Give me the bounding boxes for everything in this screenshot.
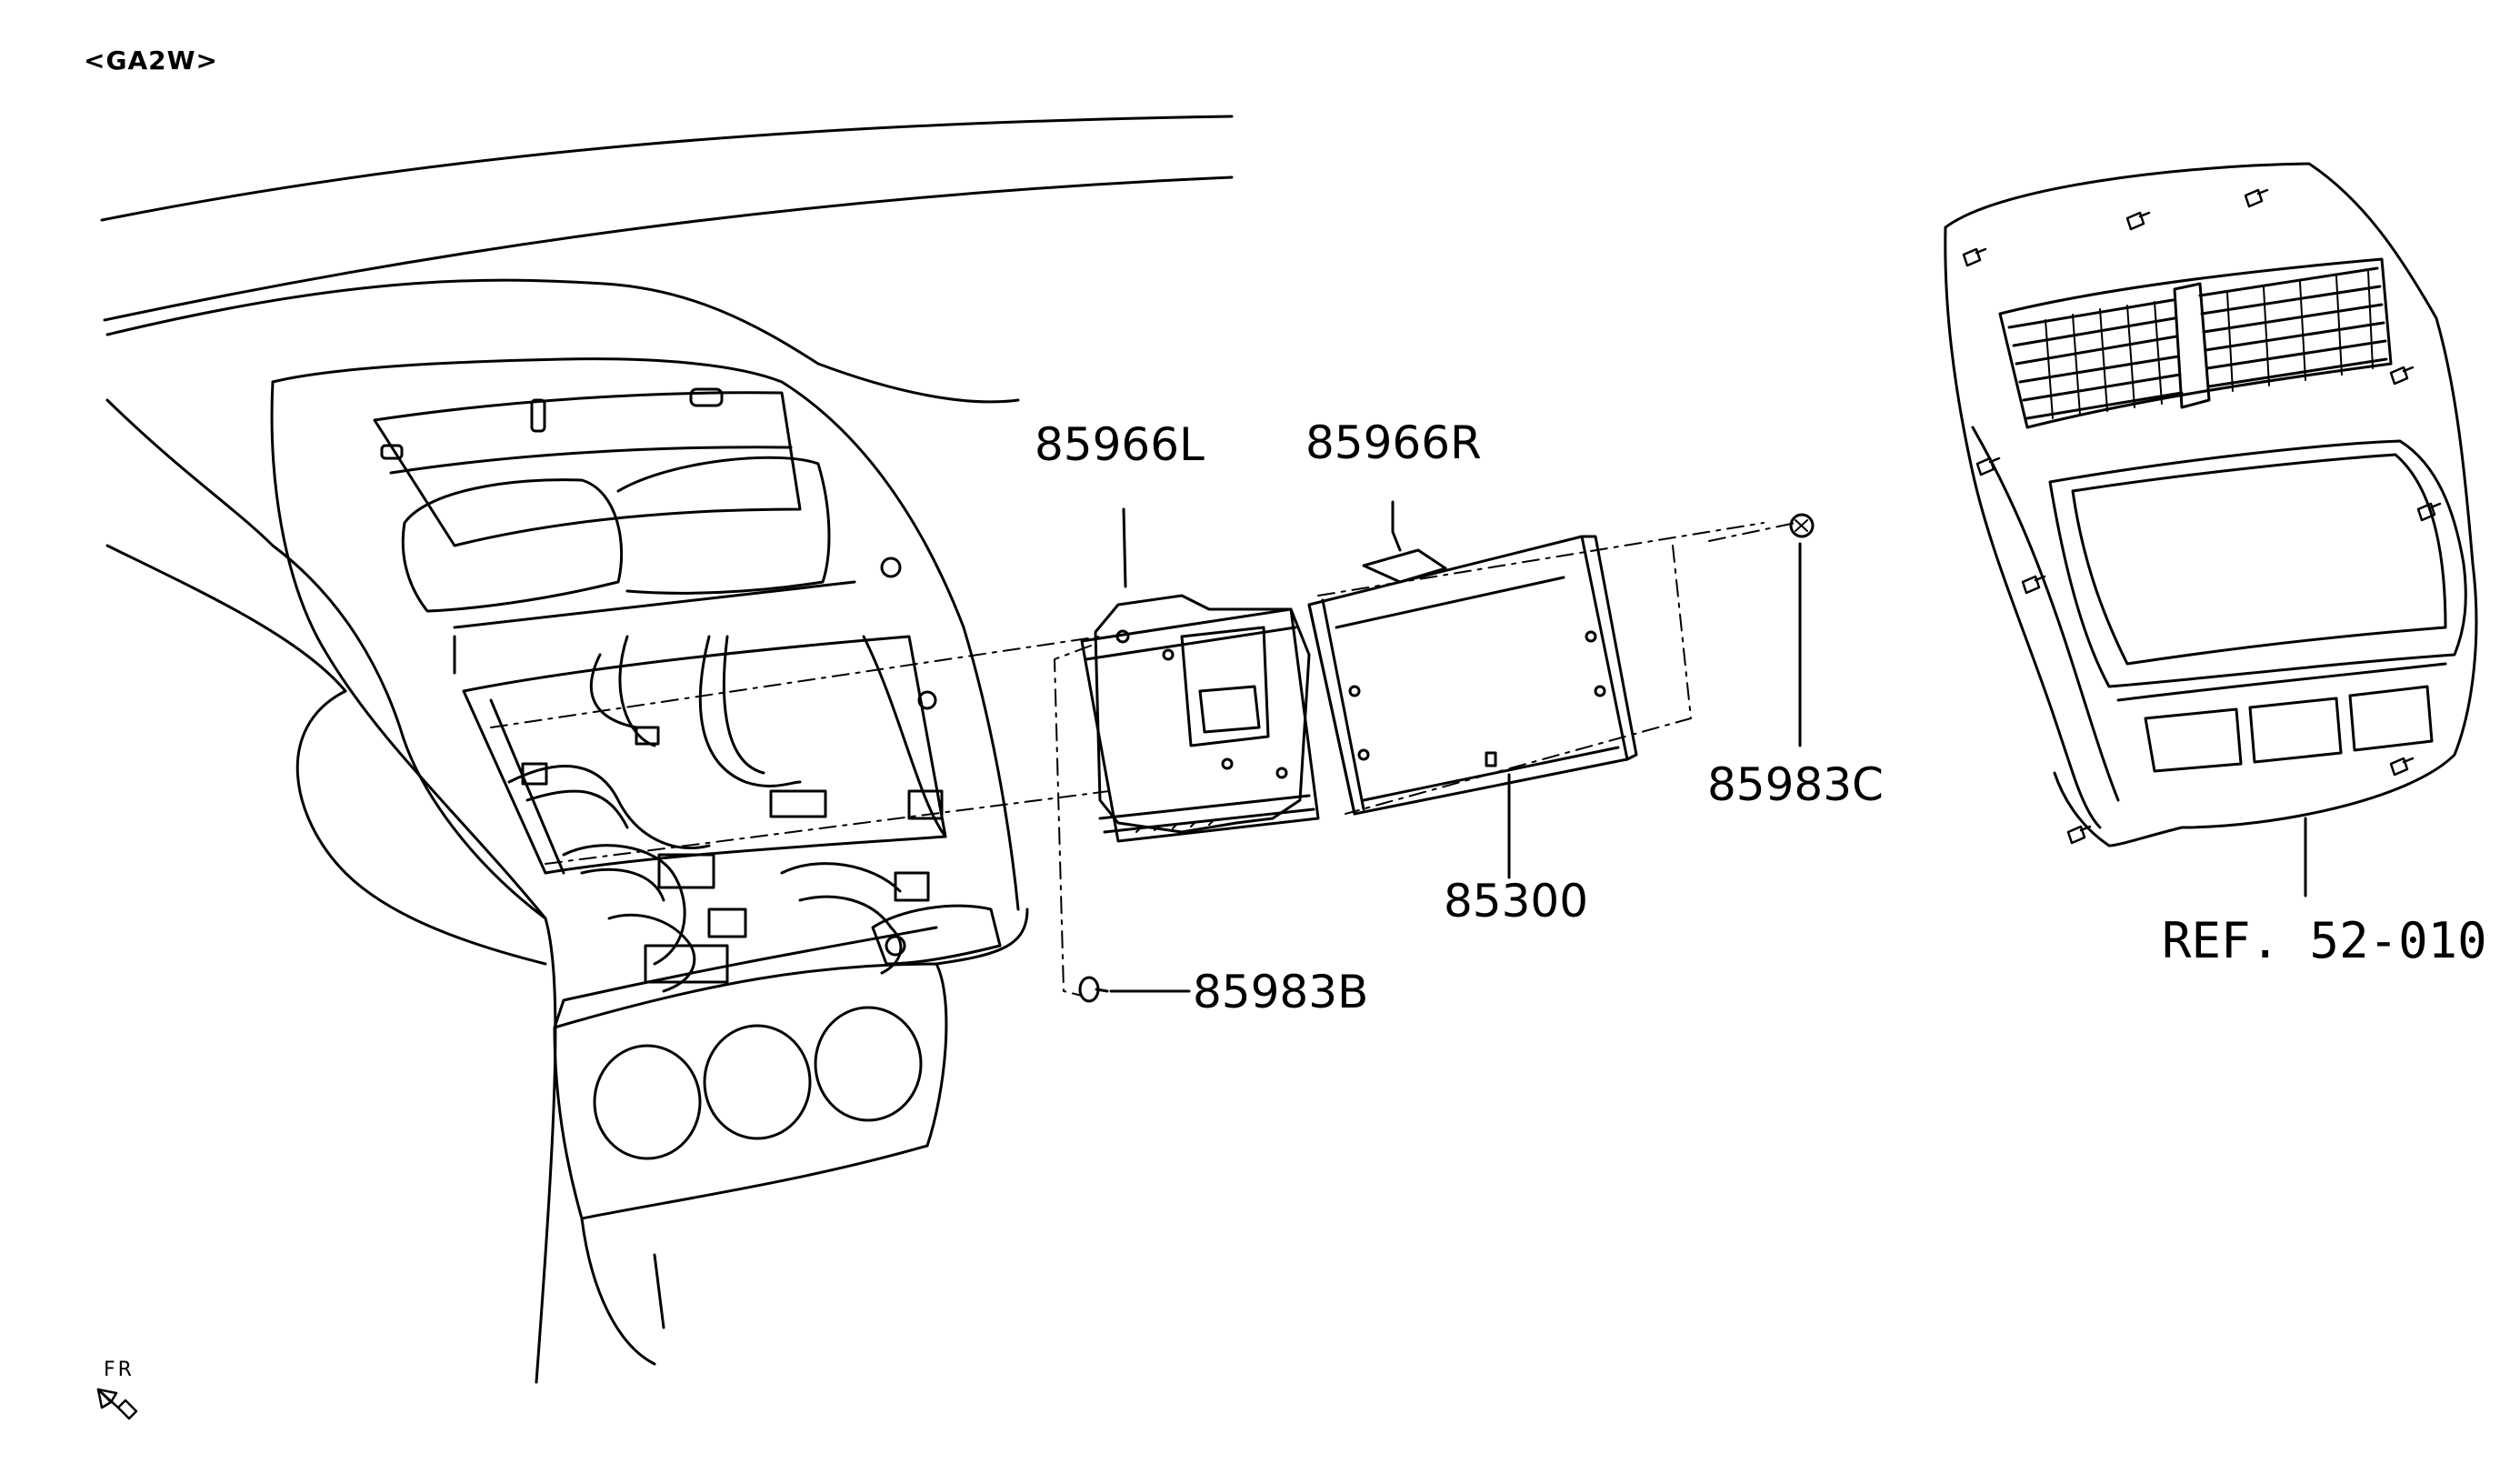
bezel-clip-icons	[1964, 190, 2440, 843]
reference-label: REF. 52-010	[2162, 912, 2487, 969]
trim-bezel-illustration	[1945, 164, 2476, 846]
front-direction-label: FR	[104, 1359, 135, 1381]
part-label-85966l: 85966L	[1035, 418, 1205, 471]
model-code-label: <GA2W>	[84, 45, 218, 75]
front-direction-arrow-icon	[98, 1389, 136, 1419]
part-label-85300: 85300	[1444, 875, 1589, 928]
screw-85983c-icon	[1791, 515, 1813, 536]
part-label-85983c: 85983C	[1707, 758, 1884, 811]
part-label-85983b: 85983B	[1193, 966, 1369, 1018]
dashboard-illustration	[102, 116, 1232, 1382]
leader-lines	[1111, 502, 2305, 991]
screw-85983b-icon	[1080, 978, 1107, 1001]
amplifier-assembly	[491, 523, 1795, 996]
part-label-85966r: 85966R	[1305, 416, 1482, 469]
